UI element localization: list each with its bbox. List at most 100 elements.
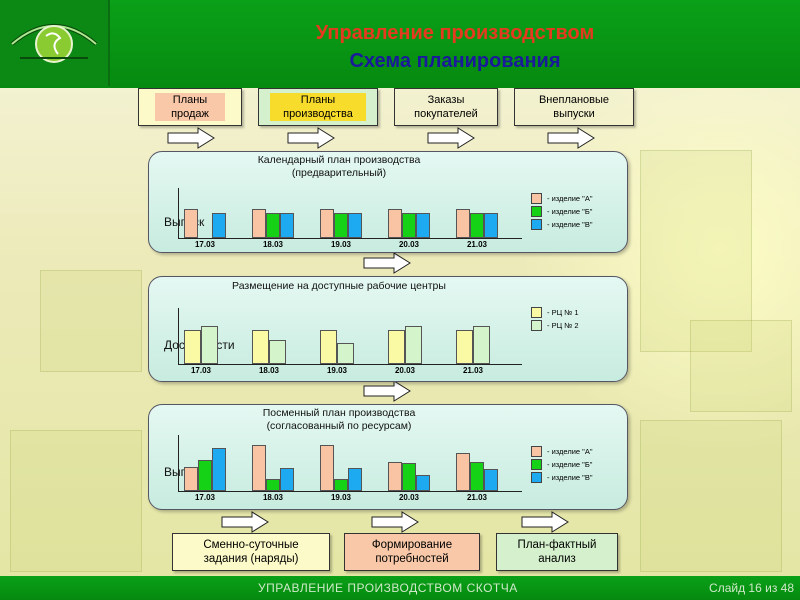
- chart-bar: [320, 208, 334, 238]
- panel-title-line1: Размещение на доступные рабочие центры: [232, 280, 446, 292]
- chart-bar: [348, 467, 362, 491]
- chart-category-label: 19.03: [330, 240, 352, 249]
- panel-title-line1: Календарный план производства: [257, 154, 421, 166]
- chart-bar: [473, 325, 490, 364]
- arrow-right-icon: [363, 380, 411, 402]
- chart-legend-swatch: [531, 206, 542, 217]
- chart-x-axis: [178, 238, 522, 239]
- chart-bar: [402, 212, 416, 238]
- chart-bar: [280, 467, 294, 491]
- page-subtitle: Схема планирования: [349, 50, 561, 72]
- chart-bar: [334, 479, 348, 491]
- output-box-label: План-фактный анализ: [517, 539, 597, 565]
- chart-bar: [212, 447, 226, 491]
- chart-bar: [184, 208, 198, 238]
- arrow-right-icon: [521, 511, 569, 533]
- chart-bar: [334, 212, 348, 238]
- chart-legend-label: - изделие "В": [547, 220, 593, 229]
- chart-legend-label: - изделие "А": [547, 194, 593, 203]
- chart-bar: [212, 212, 226, 238]
- input-box-label: Планы продаж: [155, 93, 225, 121]
- chart-legend-swatch: [531, 459, 542, 470]
- chart-legend-label: - РЦ № 1: [547, 308, 579, 317]
- panel-title-line2: (согласованный по ресурсам): [266, 420, 412, 432]
- chart-bar: [388, 330, 405, 364]
- input-box-label: Внеплановые выпуски: [538, 94, 610, 120]
- chart-x-axis: [178, 491, 522, 492]
- chart-bar: [416, 474, 430, 491]
- input-box-sales-plans: Планы продаж: [138, 88, 242, 126]
- chart-x-axis: [178, 364, 522, 365]
- arrow-right-icon: [427, 127, 475, 149]
- chart-category-label: 20.03: [398, 240, 420, 249]
- chart-y-axis: [178, 308, 179, 364]
- chart-category-label: 20.03: [394, 366, 416, 375]
- input-box-customer-orders: Заказы покупателей: [394, 88, 498, 126]
- chart-category-label: 17.03: [190, 366, 212, 375]
- chart-bar: [201, 325, 218, 364]
- chart-bar: [320, 330, 337, 364]
- chart-y-axis: [178, 188, 179, 238]
- chart-bar: [388, 462, 402, 491]
- chart-bar: [266, 479, 280, 491]
- footer-title: УПРАВЛЕНИЕ ПРОИЗВОДСТВОМ СКОТЧА: [258, 581, 518, 595]
- chart-y-axis: [178, 435, 179, 491]
- chart-bar: [252, 330, 269, 364]
- footer-bar: УПРАВЛЕНИЕ ПРОИЗВОДСТВОМ СКОТЧА Слайд 16…: [0, 576, 800, 600]
- chart-category-label: 19.03: [326, 366, 348, 375]
- panel-title-line1: Посменный план производства: [262, 407, 416, 419]
- logo: [0, 0, 110, 86]
- chart-bar: [456, 208, 470, 238]
- header-bar: Управление производством Схема планирова…: [0, 0, 800, 88]
- chart-bar: [252, 208, 266, 238]
- chart-bar: [320, 444, 334, 491]
- chart-category-label: 17.03: [194, 240, 216, 249]
- chart-bar: [252, 444, 266, 491]
- decor-rect-2: [690, 320, 792, 412]
- chart-bar: [198, 460, 212, 491]
- chart-bar: [470, 462, 484, 491]
- chart-bar: [484, 468, 498, 491]
- chart-category-label: 18.03: [262, 493, 284, 502]
- output-box-label: Сменно-суточные задания (наряды): [203, 539, 299, 565]
- input-box-production-plans: Планы производства: [258, 88, 378, 126]
- panel-shift-plan: Посменный план производства (согласованн…: [148, 404, 628, 510]
- chart-category-label: 21.03: [466, 240, 488, 249]
- chart-bar: [184, 467, 198, 491]
- page-title: Управление производством: [315, 22, 595, 44]
- chart-category-label: 17.03: [194, 493, 216, 502]
- chart-bar: [416, 212, 430, 238]
- arrow-right-icon: [167, 127, 215, 149]
- chart-legend-swatch: [531, 446, 542, 457]
- chart-bar: [470, 212, 484, 238]
- output-box-plan-fact: План-фактный анализ: [496, 533, 618, 571]
- chart-legend-label: - изделие "Б": [547, 207, 593, 216]
- panel-title-line2: (предварительный): [291, 167, 387, 179]
- chart-bar: [402, 463, 416, 491]
- arrow-right-icon: [221, 511, 269, 533]
- chart-legend-label: - РЦ № 2: [547, 321, 579, 330]
- chart-legend-swatch: [531, 307, 542, 318]
- decor-rect-4: [10, 430, 142, 572]
- chart-category-label: 19.03: [330, 493, 352, 502]
- input-box-unplanned-releases: Внеплановые выпуски: [514, 88, 634, 126]
- chart-category-label: 20.03: [398, 493, 420, 502]
- chart-legend-swatch: [531, 193, 542, 204]
- chart-bar: [456, 452, 470, 491]
- input-box-label: Заказы покупателей: [414, 94, 478, 120]
- slide-counter: Слайд 16 из 48: [709, 581, 794, 595]
- output-box-requirements: Формирование потребностей: [344, 533, 480, 571]
- chart-bar: [266, 212, 280, 238]
- arrow-right-icon: [371, 511, 419, 533]
- chart-bar: [348, 212, 362, 238]
- decor-rect-5: [40, 270, 142, 372]
- chart-bar: [269, 340, 286, 364]
- chart-bar: [388, 208, 402, 238]
- chart-bar: [337, 342, 354, 364]
- decor-rect-3: [640, 420, 782, 572]
- chart-legend-label: - изделие "Б": [547, 460, 593, 469]
- chart-category-label: 21.03: [462, 366, 484, 375]
- output-box-label: Формирование потребностей: [371, 539, 453, 565]
- arrow-right-icon: [287, 127, 335, 149]
